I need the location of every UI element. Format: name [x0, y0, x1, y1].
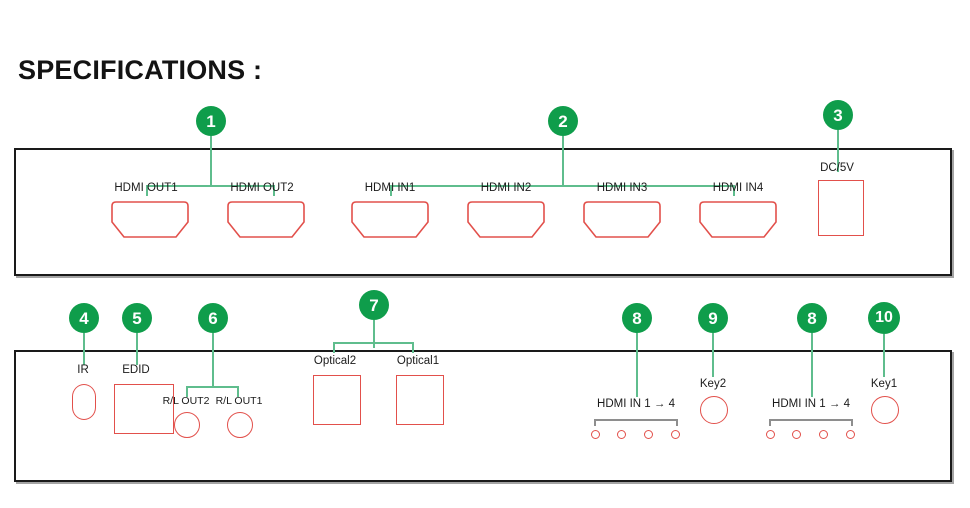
callout-badge-6[interactable]: 6 [198, 303, 228, 333]
leader-line-3 [837, 130, 839, 172]
led-indicator-group-right [766, 419, 855, 439]
ir-port[interactable] [72, 384, 96, 420]
port-label-hdmi-in-range-right: HDMI IN 1 → 4 [772, 398, 850, 410]
hdmi-in2-port[interactable] [466, 200, 546, 240]
leader-line-2 [562, 136, 564, 186]
led-indicator [846, 430, 855, 439]
bracket-tick-left [390, 185, 392, 196]
bracket-bar [146, 185, 275, 187]
leader-line-4 [83, 333, 85, 365]
leader-line-7 [373, 320, 375, 348]
callout-badge-10[interactable]: 10 [868, 302, 900, 334]
led-indicator [617, 430, 626, 439]
callout-badge-8-left[interactable]: 8 [622, 303, 652, 333]
key2-button[interactable] [700, 396, 728, 424]
optical1-port[interactable] [396, 375, 444, 425]
callout-badge-7[interactable]: 7 [359, 290, 389, 320]
callout-badge-9[interactable]: 9 [698, 303, 728, 333]
port-label-key1: Key1 [870, 378, 898, 390]
hdmi-out1-port[interactable] [110, 200, 190, 240]
port-label-ir: IR [77, 364, 89, 376]
port-label-rl-out1: R/L OUT1 [215, 395, 263, 407]
bracket-tick-left [333, 342, 335, 353]
key1-button[interactable] [871, 396, 899, 424]
callout-badge-3[interactable]: 3 [823, 100, 853, 130]
edid-port[interactable] [114, 384, 174, 434]
leader-line-8-left [636, 333, 638, 397]
leader-line-10 [883, 334, 885, 377]
bracket-bar [333, 342, 414, 344]
led-indicator-group-left [591, 419, 680, 439]
rl-out2-jack[interactable] [174, 412, 200, 438]
bracket-tick-right [237, 386, 239, 397]
port-label-hdmi-in1: HDMI IN1 [364, 182, 416, 194]
led-indicator [819, 430, 828, 439]
bracket-tick-right [412, 342, 414, 353]
leader-line-9 [712, 333, 714, 377]
optical2-port[interactable] [313, 375, 361, 425]
callout-badge-2[interactable]: 2 [548, 106, 578, 136]
hdmi-in3-port[interactable] [582, 200, 662, 240]
hdmi-in1-port[interactable] [350, 200, 430, 240]
leader-line-6 [212, 333, 214, 387]
page-title: SPECIFICATIONS : [18, 55, 263, 85]
led-indicator [671, 430, 680, 439]
port-label-rl-out2: R/L OUT2 [162, 395, 210, 407]
port-label-hdmi-in3: HDMI IN3 [596, 182, 648, 194]
hdmi-in4-port[interactable] [698, 200, 778, 240]
bracket-bar [186, 386, 239, 388]
port-label-hdmi-in2: HDMI IN2 [480, 182, 532, 194]
led-bar [769, 419, 853, 421]
leader-line-5 [136, 333, 138, 365]
leader-line-8-right [811, 333, 813, 397]
hdmi-out2-port[interactable] [226, 200, 306, 240]
port-label-key2: Key2 [699, 378, 727, 390]
port-label-hdmi-in4: HDMI IN4 [712, 182, 764, 194]
led-indicator [644, 430, 653, 439]
dc5v-port[interactable] [818, 180, 864, 236]
led-bar [594, 419, 678, 421]
rl-out1-jack[interactable] [227, 412, 253, 438]
callout-badge-4[interactable]: 4 [69, 303, 99, 333]
port-label-edid: EDID [122, 364, 150, 376]
led-indicator [766, 430, 775, 439]
leader-line-1 [210, 136, 212, 186]
callout-badge-8-right[interactable]: 8 [797, 303, 827, 333]
bracket-tick-left [146, 185, 148, 196]
port-label-hdmi-in-range-left: HDMI IN 1 → 4 [597, 398, 675, 410]
bracket-tick-left [186, 386, 188, 397]
callout-badge-5[interactable]: 5 [122, 303, 152, 333]
bracket-tick-right [733, 185, 735, 196]
led-bar-tick-right [676, 419, 678, 426]
port-label-optical2: Optical2 [313, 355, 357, 367]
led-bar-tick-left [594, 419, 596, 426]
led-bar-tick-left [769, 419, 771, 426]
port-label-hdmi-out1: HDMI OUT1 [114, 182, 178, 194]
led-indicator [591, 430, 600, 439]
port-label-optical1: Optical1 [396, 355, 440, 367]
port-label-dc5v: DC/5V [820, 162, 854, 174]
callout-badge-1[interactable]: 1 [196, 106, 226, 136]
led-bar-tick-right [851, 419, 853, 426]
led-indicator [792, 430, 801, 439]
bracket-bar [390, 185, 735, 187]
port-label-hdmi-out2: HDMI OUT2 [230, 182, 294, 194]
bracket-tick-right [273, 185, 275, 196]
